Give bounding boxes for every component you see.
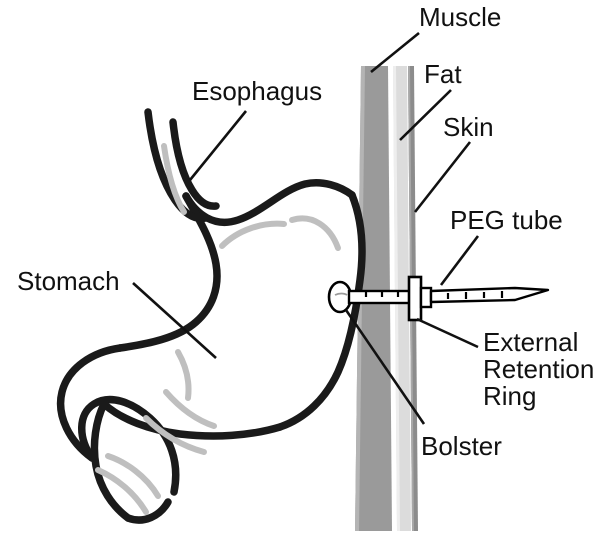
tube-tick-marks-outer: [446, 291, 504, 299]
label-esophagus: Esophagus: [192, 76, 322, 106]
leader-muscle: [370, 31, 420, 74]
duodenum-upper-wall: [90, 400, 132, 522]
stomach-lesser-curvature: [116, 192, 221, 352]
label-external-retention-ring-line2: Retention: [483, 354, 594, 384]
label-stomach: Stomach: [17, 266, 120, 296]
internal-bolster: [327, 280, 353, 314]
stomach-right-wall: [276, 191, 366, 431]
peg-tube-device-group: [327, 275, 550, 322]
retention-ring-collar: [419, 286, 433, 309]
stomach-lower-border: [100, 400, 284, 440]
labels-group: Muscle Fat Skin PEG tube External Retent…: [17, 2, 594, 461]
leader-lines-group: [132, 31, 480, 425]
label-bolster: Bolster: [421, 431, 502, 461]
duodenum-loop: [78, 395, 180, 496]
gastric-rugae-group: [95, 143, 341, 515]
leader-stomach: [132, 282, 217, 359]
leader-peg-tube: [439, 235, 480, 286]
duodenum-lower-wall: [124, 498, 172, 524]
ruga-esophagus-inner: [161, 143, 187, 215]
ruga-duodenum-b: [95, 467, 149, 515]
gastrointestinal-group: [56, 108, 366, 524]
bolster-inner-detail: [334, 292, 348, 296]
leader-esophagus: [188, 110, 248, 181]
label-fat: Fat: [424, 59, 462, 89]
ruga-fundus-upper: [219, 220, 287, 249]
leader-skin: [413, 141, 472, 213]
tube-tick-marks-inner: [364, 291, 400, 297]
stomach-antrum: [56, 344, 124, 462]
esophagus-right-wall: [169, 118, 220, 210]
ruga-body-mid: [163, 389, 217, 429]
ruga-body-lower: [143, 415, 207, 455]
leader-retention-ring: [416, 317, 479, 349]
label-peg-tube: PEG tube: [450, 205, 563, 235]
ruga-fundus-right: [289, 215, 341, 251]
label-skin: Skin: [443, 112, 494, 142]
tube-shaft-inner: [347, 289, 414, 305]
leader-bolster: [344, 309, 426, 425]
label-muscle: Muscle: [419, 2, 501, 32]
label-external-retention-ring-line3: Ring: [483, 381, 536, 411]
external-retention-ring: [407, 275, 423, 322]
leader-fat: [399, 89, 452, 141]
ruga-duodenum-a: [105, 453, 161, 499]
label-external-retention-ring-line1: External: [483, 327, 578, 357]
tube-shaft-outer: [429, 286, 550, 304]
ruga-body-left: [175, 349, 192, 401]
